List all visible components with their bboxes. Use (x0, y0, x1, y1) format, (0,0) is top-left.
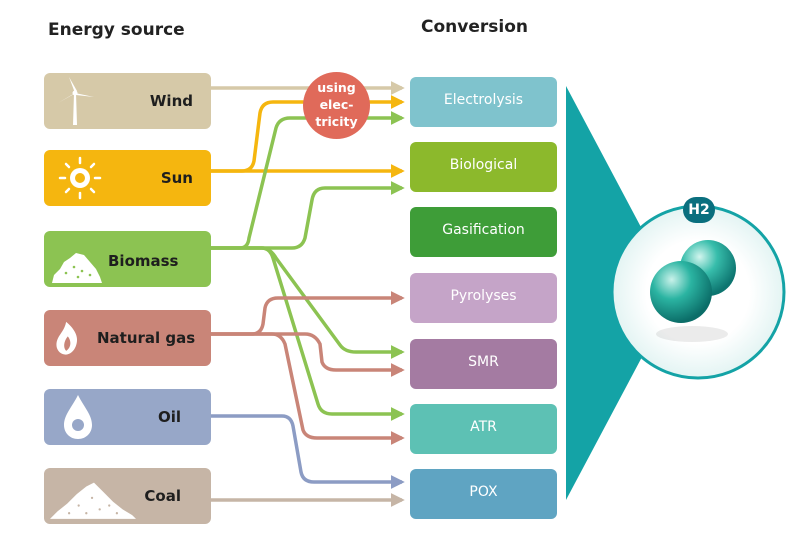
source-wind-label: Wind (149, 92, 193, 110)
conversion-electrolysis-label: Electrolysis (443, 92, 524, 108)
arrow-gas-smr (211, 332, 405, 377)
source-natural-gas: Natural gas (44, 310, 211, 366)
conversion-electrolysis: Electrolysis (410, 77, 557, 127)
energy-source-heading: Energy source (48, 20, 185, 40)
arrow-biomass-gasification (211, 181, 405, 250)
oil-drop-icon (64, 395, 92, 439)
source-oil: Oil (44, 389, 211, 445)
gas-flame-icon (56, 321, 78, 355)
conversion-pyrolyses: Pyrolyses (410, 273, 557, 323)
arrow-oil-pox (211, 414, 405, 489)
conversion-pox-label: POX (469, 484, 498, 500)
conversion-biological-label: Biological (449, 157, 518, 173)
conversion-gasification: Gasification (410, 207, 557, 257)
conversion-atr-label: ATR (470, 419, 497, 435)
source-coal-label: Coal (144, 487, 181, 505)
conversion-biological: Biological (410, 142, 557, 192)
arrow-biomass-atr (211, 246, 405, 421)
source-natural-gas-label: Natural gas (97, 329, 196, 347)
conversion-pox: POX (410, 469, 557, 519)
badge-line-1: using (317, 80, 356, 95)
conversion-smr: SMR (410, 339, 557, 389)
source-sun-label: Sun (160, 169, 193, 187)
wind-turbine-icon (58, 77, 94, 125)
coal-pile-icon (50, 482, 136, 519)
source-oil-label: Oil (157, 408, 181, 426)
source-biomass-label: Biomass (108, 252, 179, 270)
biomass-pile-icon (52, 253, 102, 283)
conversion-gasification-label: Gasification (442, 222, 525, 238)
h2-label: H2 (683, 197, 715, 223)
source-sun: Sun (44, 150, 211, 206)
conversion-heading: Conversion (421, 17, 528, 37)
source-coal: Coal (44, 468, 211, 524)
badge-line-2: elec- (319, 97, 354, 112)
h2-molecule-icon (650, 240, 736, 342)
using-electricity-badge: using elec- tricity (303, 72, 370, 139)
source-wind: Wind (44, 73, 211, 129)
badge-line-3: tricity (315, 114, 358, 129)
conversion-atr: ATR (410, 404, 557, 454)
conversion-pyrolyses-label: Pyrolyses (450, 288, 517, 304)
sun-icon (58, 156, 102, 200)
conversion-smr-label: SMR (468, 354, 499, 370)
arrow-gas-atr (211, 332, 405, 445)
source-biomass: Biomass (44, 231, 211, 287)
